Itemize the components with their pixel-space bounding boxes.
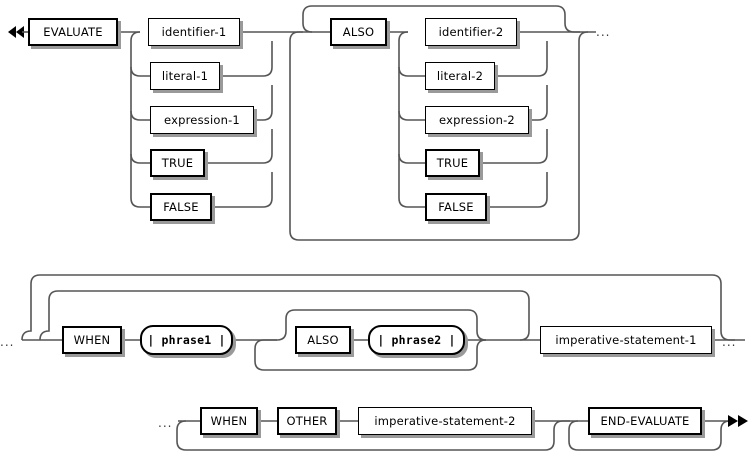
start-arrow-icon [8,26,16,38]
node-literal-2[interactable]: literal-2 [425,62,495,90]
node-also-2[interactable]: ALSO [295,326,351,354]
node-literal-1[interactable]: literal-1 [150,62,220,90]
node-true-2[interactable]: TRUE [425,149,480,177]
node-false-2[interactable]: FALSE [425,193,487,221]
node-identifier-1[interactable]: identifier-1 [148,18,240,46]
continuation-ellipsis-middle-left: ... [0,335,15,349]
node-when-1[interactable]: WHEN [62,326,122,354]
node-expression-1[interactable]: expression-1 [150,106,254,134]
end-arrow-icon-2 [738,415,748,427]
node-evaluate[interactable]: EVALUATE [28,18,118,46]
node-end-evaluate[interactable]: END-EVALUATE [588,407,702,435]
node-expression-2[interactable]: expression-2 [425,106,529,134]
end-arrow-icon [728,415,738,427]
node-other[interactable]: OTHER [277,407,337,435]
node-false-1[interactable]: FALSE [150,193,212,221]
node-phrase2[interactable]: | phrase2 | [368,325,465,355]
node-true-1[interactable]: TRUE [150,149,205,177]
continuation-ellipsis-middle-right: ... [722,335,737,349]
continuation-ellipsis-top-right: ... [596,25,611,39]
continuation-ellipsis-bottom-left: ... [158,416,173,430]
node-also-1[interactable]: ALSO [330,18,387,46]
node-phrase1[interactable]: | phrase1 | [140,325,233,355]
node-when-2[interactable]: WHEN [200,407,258,435]
start-arrow-icon-2 [16,26,24,38]
node-imperative-statement-2[interactable]: imperative-statement-2 [358,407,532,435]
node-imperative-statement-1[interactable]: imperative-statement-1 [540,326,712,354]
node-identifier-2[interactable]: identifier-2 [425,18,517,46]
